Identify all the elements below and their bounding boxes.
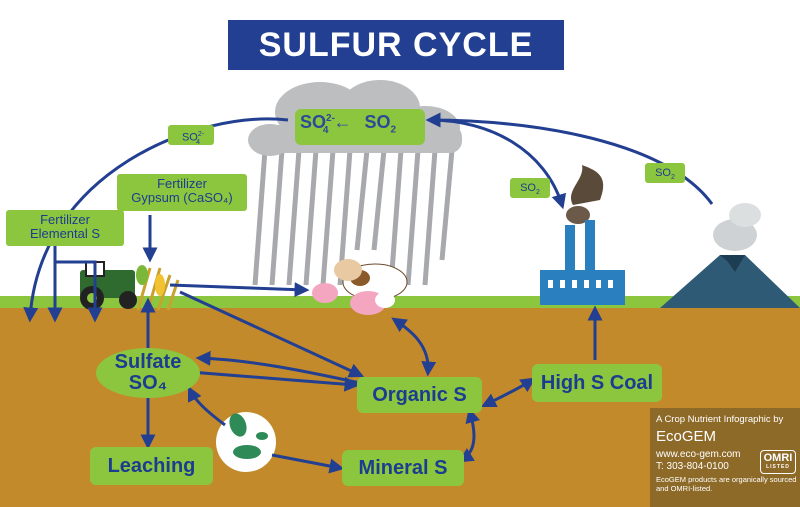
organic-mineral-arrow — [458, 407, 481, 463]
sulfate-line-2: SO₄ — [128, 372, 168, 394]
animals-organic-arrow — [391, 317, 437, 377]
so2-factory-base: SO — [520, 182, 536, 194]
mineral-to-sulfate-arrow — [187, 385, 226, 427]
crop-to-organic-arrow — [179, 290, 365, 378]
elemental-line-2: Elemental S — [29, 226, 101, 241]
so4-arc-sub: 4 — [196, 138, 201, 146]
so2-volcano-label: SO2 — [645, 163, 685, 183]
fertilizer-elemental-label: Fertilizer Elemental S — [6, 210, 124, 246]
page-title: SULFUR CYCLE — [228, 20, 564, 70]
gypsum-line-2: Gypsum (CaSO₄) — [131, 190, 233, 205]
crop-to-animals-arrow — [169, 282, 310, 298]
cloud-sulfate-sub: 4 — [322, 124, 329, 136]
cloud-formula: SO2-4 ← SO2 — [300, 112, 420, 136]
promo-phone: T: 303-804-0100 — [656, 461, 729, 472]
elemental-arrow-1 — [53, 242, 103, 323]
promo-note: EcoGEM products are organically sourced … — [656, 475, 797, 493]
organic-coal-arrow — [480, 377, 536, 408]
cloud-dioxide: SO — [364, 112, 391, 132]
farm-animals — [312, 259, 408, 315]
mineral-s-node: Mineral S — [342, 450, 464, 486]
promo-box: A Crop Nutrient Infographic by EcoGEM ww… — [650, 408, 800, 507]
cloud-sulfate: SO — [300, 112, 327, 132]
cloud-dioxide-sub: 2 — [390, 124, 397, 136]
sulfate-node — [96, 348, 200, 398]
sulfate-to-organic-arrow — [189, 370, 360, 392]
elemental-line-1: Fertilizer — [40, 212, 90, 227]
factory — [540, 165, 625, 305]
rain-cloud — [248, 80, 462, 286]
omri-badge: OMRI LISTED — [760, 450, 796, 474]
so4-arc-base: SO — [181, 131, 198, 144]
so2-factory-label: SO2 — [510, 178, 550, 198]
so2-factory-sub: 2 — [536, 189, 540, 197]
microbe-to-mineral-arrow — [271, 453, 345, 474]
leaching-node: Leaching — [90, 447, 213, 485]
organic-s-node: Organic S — [357, 377, 482, 413]
fertilizer-gypsum-label: Fertilizer Gypsum (CaSO₄) — [117, 174, 247, 211]
arc-arrow-volcano — [425, 112, 714, 205]
gypsum-line-1: Fertilizer — [157, 176, 207, 191]
volcano — [660, 203, 800, 308]
arc-arrow-left — [23, 117, 289, 323]
so2-volcano-base: SO — [655, 167, 671, 179]
sulfate-label: Sulfate SO₄ — [100, 352, 196, 396]
omri-badge-sub: LISTED — [766, 464, 790, 470]
omri-badge-text: OMRI — [763, 452, 793, 464]
so4-arc-sup: 2- — [197, 131, 205, 138]
promo-website[interactable]: www.eco-gem.com — [656, 449, 741, 460]
promo-tagline: A Crop Nutrient Infographic by — [656, 414, 784, 425]
microbe-icon — [216, 412, 276, 472]
sulfate-line-1: Sulfate — [114, 351, 182, 373]
organic-to-sulfate-arrow — [195, 350, 361, 385]
high-s-coal-node: High S Coal — [532, 364, 662, 402]
cloud-arrow: ← — [333, 112, 352, 132]
promo-brand: EcoGEM — [656, 428, 717, 445]
so4-arc-label: SO2-4 — [168, 125, 214, 146]
so2-volcano-sub: 2 — [671, 174, 675, 182]
